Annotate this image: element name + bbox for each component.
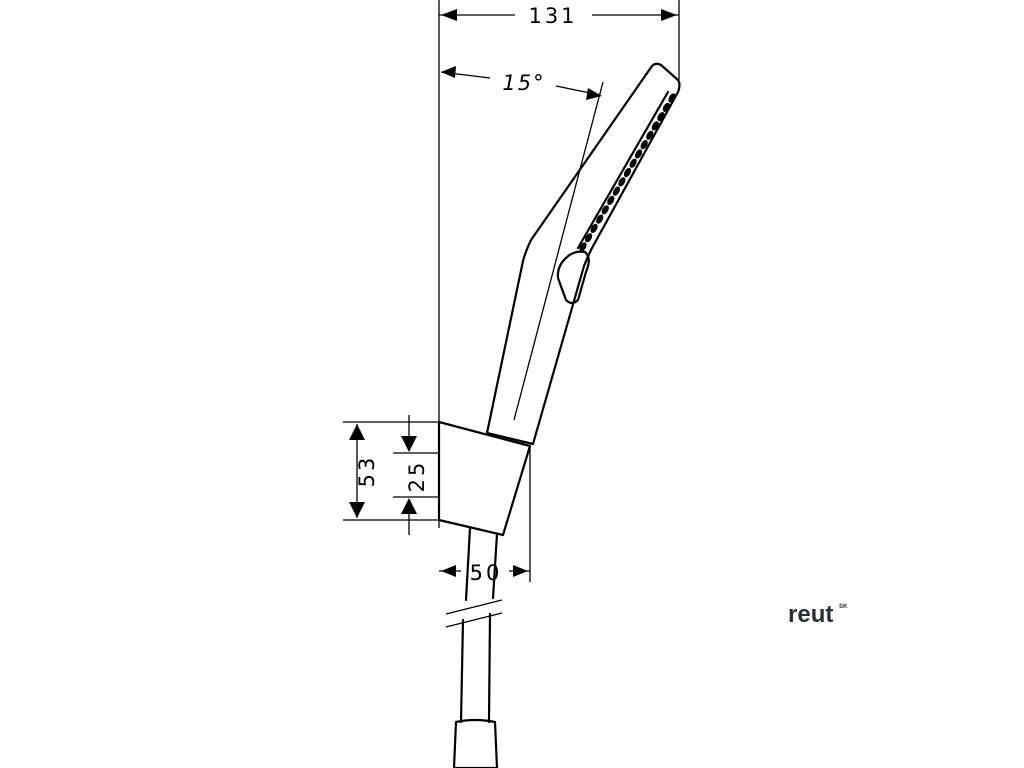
spray-nozzle — [646, 130, 654, 140]
hand-shower — [485, 62, 681, 446]
spray-nozzle — [629, 158, 637, 168]
dimension-label-holder-offset: 25 — [405, 460, 429, 493]
arrowhead-53-bottom — [349, 502, 365, 518]
dimension-holder-depth: 50 — [439, 446, 531, 585]
dimension-label-holder-depth: 50 — [470, 561, 503, 585]
arrowhead-53-top — [349, 424, 365, 440]
dimension-label-total-width: 131 — [528, 4, 577, 28]
hose-lower-left — [459, 618, 465, 724]
wall-holder-outline — [437, 420, 532, 537]
spray-nozzle — [668, 93, 676, 103]
dimension-label-angle: 15° — [502, 71, 545, 95]
spray-nozzle — [590, 223, 598, 233]
spray-nozzle — [618, 177, 626, 187]
hose-end-connector — [452, 718, 499, 768]
spray-nozzle — [623, 167, 632, 178]
dimension-holder-offset: 25 — [393, 415, 439, 535]
arrowhead-50-right — [513, 565, 528, 577]
spray-nozzle — [640, 140, 648, 150]
spray-mode-button — [556, 250, 590, 305]
shower-face-inner-line — [576, 90, 670, 250]
spray-nozzle — [662, 102, 671, 112]
hose-break-mark-top — [445, 599, 503, 615]
spray-nozzle — [607, 195, 615, 205]
brand-logo: reut SK — [788, 601, 848, 628]
dimension-holder-height: 53 — [343, 421, 439, 521]
spray-nozzle — [657, 112, 665, 122]
hose-upper-right — [491, 532, 499, 600]
hose-upper-left — [464, 526, 472, 602]
spray-nozzle — [584, 233, 593, 243]
arrowhead-131-right — [661, 9, 677, 21]
brand-logo-text: reut — [788, 601, 833, 628]
spray-nozzle — [612, 186, 621, 196]
shower-hose — [445, 526, 503, 768]
hose-lower-right — [487, 612, 492, 724]
arrowhead-25-top — [401, 436, 417, 452]
wall-holder — [437, 420, 532, 537]
arrowhead-25-bottom — [401, 498, 417, 514]
spray-nozzle — [601, 205, 609, 215]
tilt-axis-line — [513, 81, 604, 421]
dimension-label-holder-height: 53 — [355, 455, 379, 488]
dimension-angle: 15° — [440, 66, 604, 421]
hose-break-mark-bottom — [445, 612, 503, 628]
arrowhead-angle-left — [441, 66, 456, 78]
brand-logo-superscript: SK — [839, 604, 848, 610]
arrowhead-131-left — [441, 9, 457, 21]
arrowhead-angle-right — [586, 88, 602, 100]
arrowhead-50-left — [441, 565, 456, 577]
spray-nozzle — [596, 214, 604, 224]
spray-nozzles — [579, 93, 676, 252]
spray-nozzle — [579, 242, 587, 252]
spray-nozzle — [634, 149, 643, 159]
spray-nozzle — [651, 121, 659, 131]
